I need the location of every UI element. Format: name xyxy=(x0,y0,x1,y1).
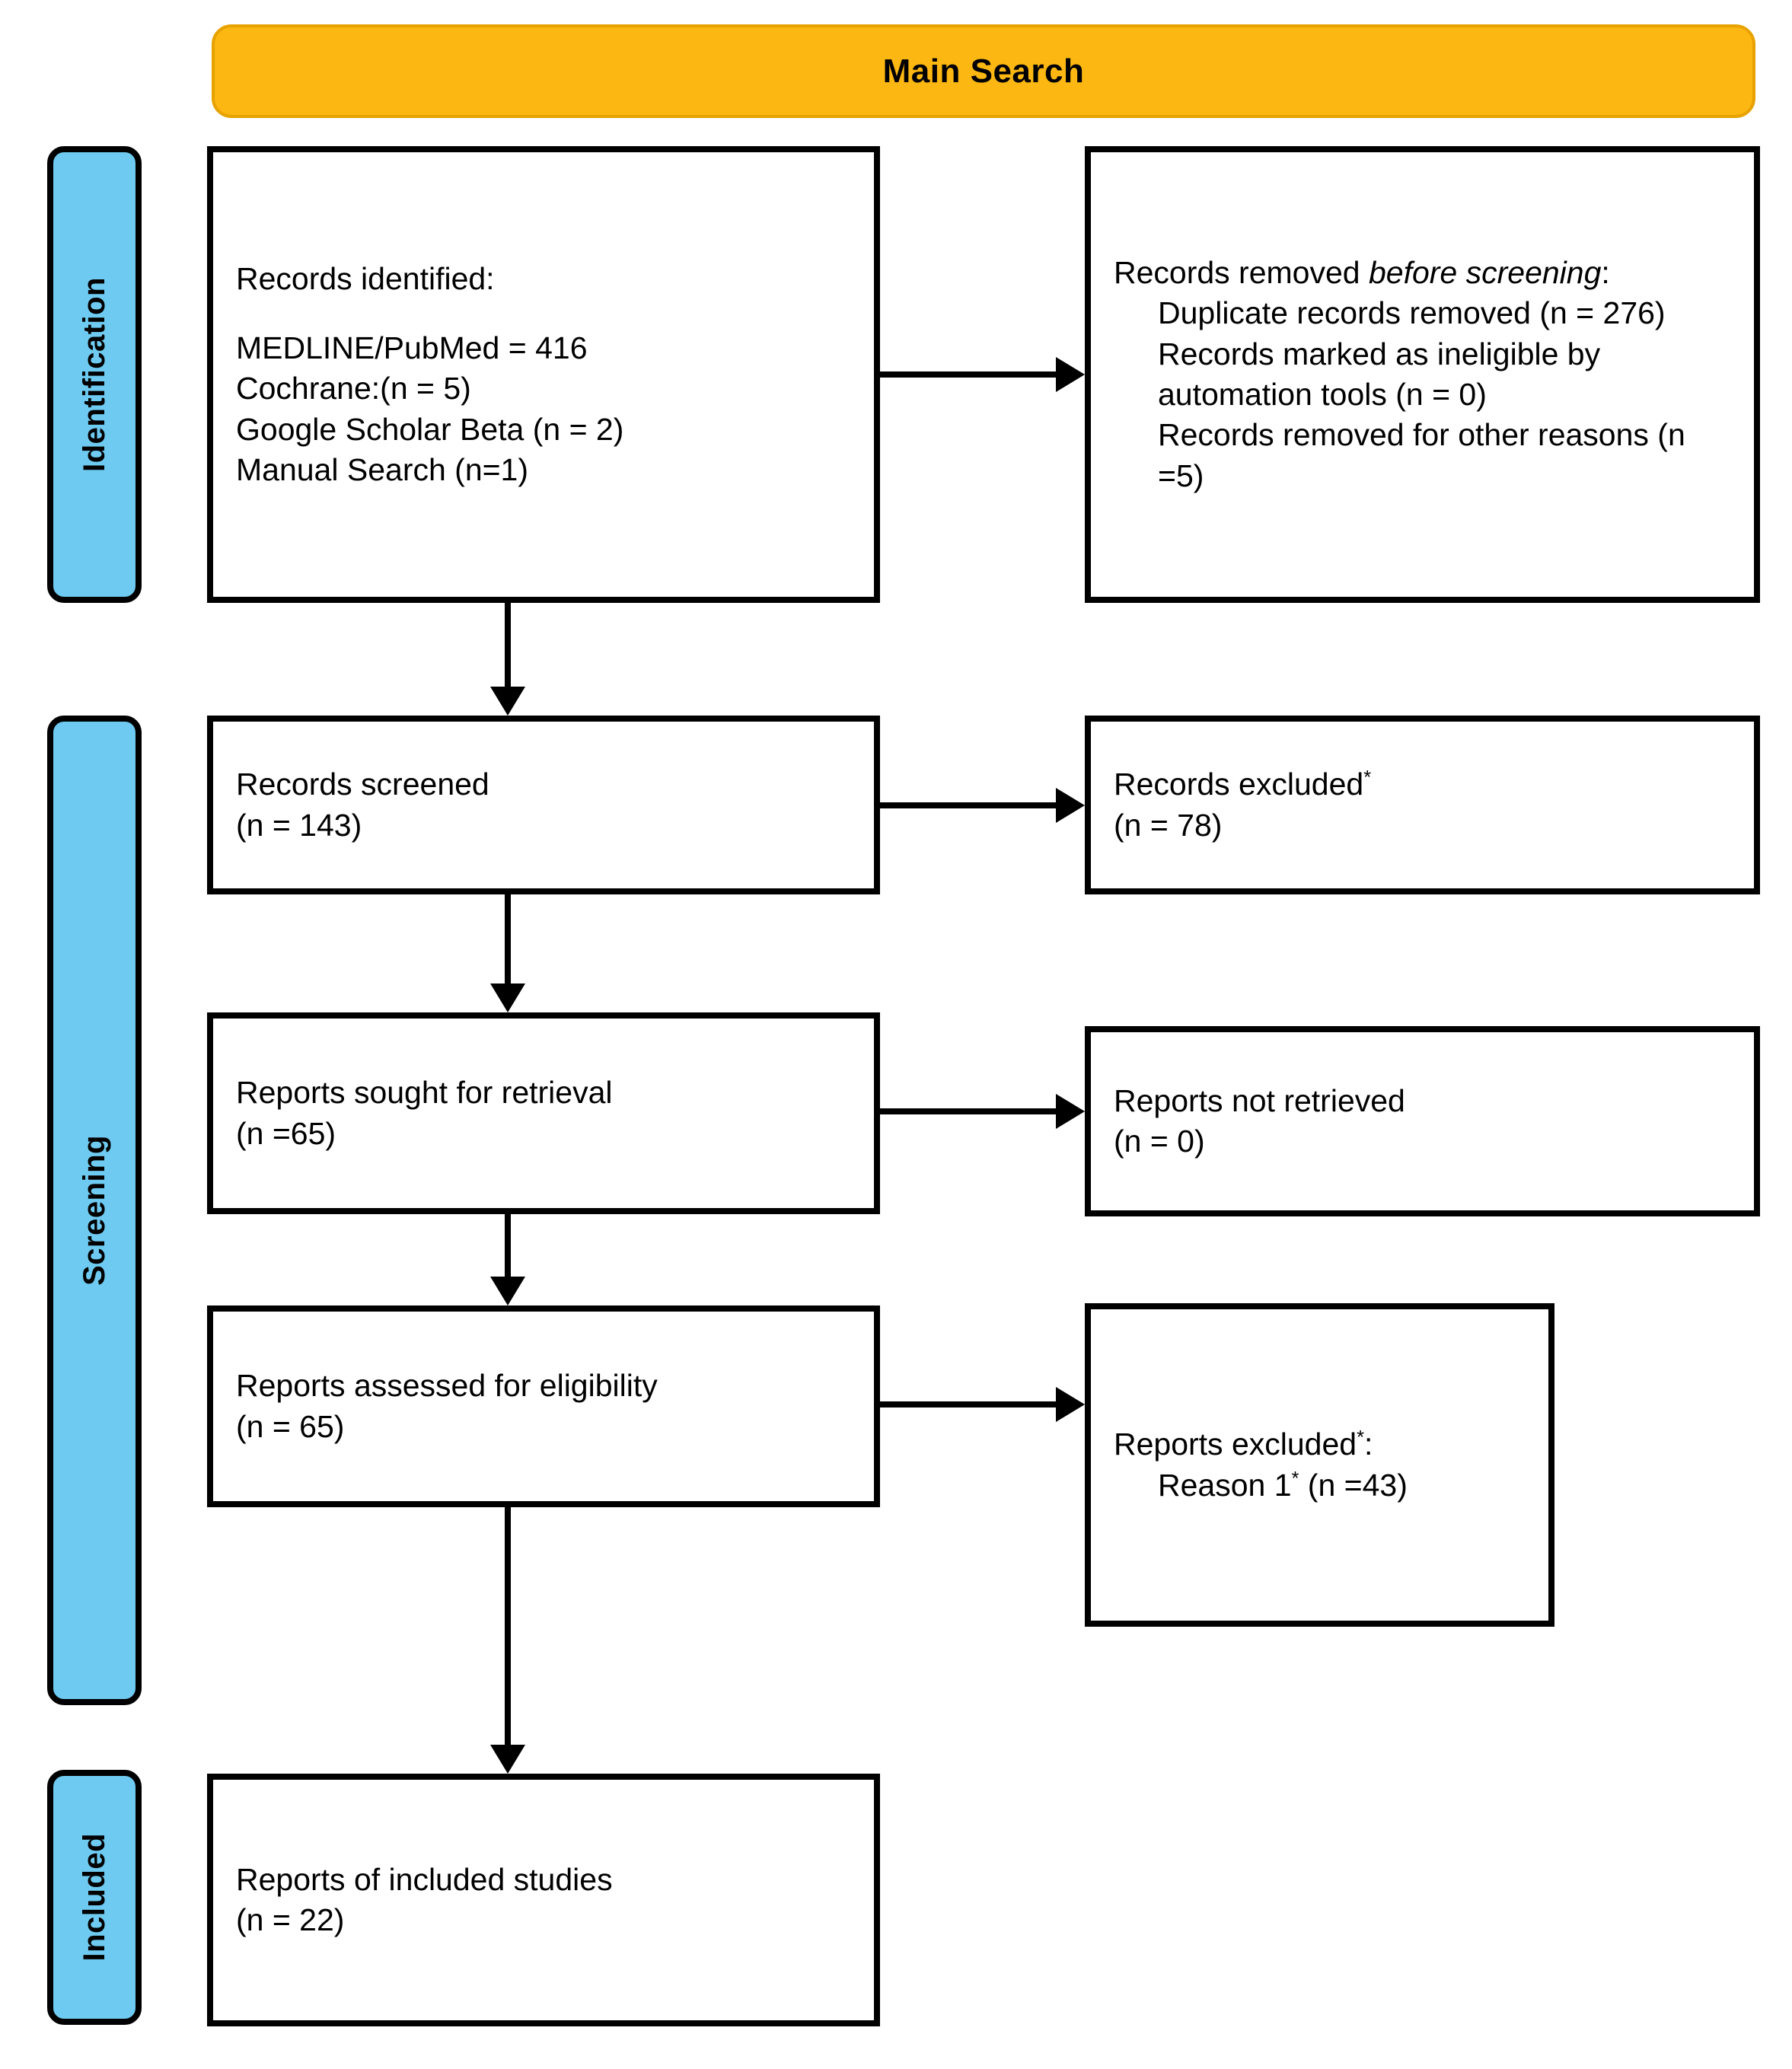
box-reports-assessed: Reports assessed for eligibility (n = 65… xyxy=(207,1305,880,1507)
records-removed-title-plain: Records removed xyxy=(1114,255,1369,291)
reports-included-label: Reports of included studies xyxy=(236,1861,613,1897)
records-identified-title: Records identified: xyxy=(236,260,495,296)
reports-assessed-label: Reports assessed for eligibility xyxy=(236,1368,658,1404)
reports-excluded-label-text: Reports excluded xyxy=(1114,1427,1357,1462)
box-records-excluded: Records excluded* (n = 78) xyxy=(1085,716,1760,894)
reports-sought-count: (n =65) xyxy=(236,1115,336,1151)
reports-excluded-label: Reports excluded*: xyxy=(1114,1424,1526,1465)
records-screened-count: (n = 143) xyxy=(236,807,362,843)
stage-bar-screening: Screening xyxy=(47,716,142,1705)
reports-assessed-count: (n = 65) xyxy=(236,1408,345,1444)
records-excluded-asterisk: * xyxy=(1363,767,1372,789)
records-removed-reason-2: Records marked as ineligible by automati… xyxy=(1158,336,1609,412)
stage-label-identification: Identification xyxy=(77,277,111,472)
reports-excluded-reason-text: Reason 1 xyxy=(1158,1467,1292,1503)
box-reports-included: Reports of included studies (n = 22) xyxy=(207,1774,880,2026)
records-identified-source-2: Cochrane:(n = 5) xyxy=(236,371,471,406)
records-excluded-label-text: Records excluded xyxy=(1114,767,1364,802)
main-search-banner: Main Search xyxy=(212,24,1755,118)
box-reports-not-retrieved: Reports not retrieved (n = 0) xyxy=(1085,1026,1760,1216)
reports-excluded-reason: Reason 1* (n =43) xyxy=(1114,1465,1526,1506)
records-screened-label: Records screened xyxy=(236,767,489,802)
records-identified-source-4: Manual Search (n=1) xyxy=(236,451,529,487)
banner-title: Main Search xyxy=(882,52,1085,90)
reports-excluded-reason-asterisk: * xyxy=(1291,1467,1299,1489)
stage-label-screening: Screening xyxy=(77,1135,111,1286)
records-removed-title-suffix: : xyxy=(1601,255,1610,291)
records-identified-source-3: Google Scholar Beta (n = 2) xyxy=(236,411,624,447)
records-removed-reason-3: Records removed for other reasons (n =5) xyxy=(1158,417,1695,493)
stage-bar-identification: Identification xyxy=(47,146,142,603)
records-excluded-count: (n = 78) xyxy=(1114,807,1223,843)
stage-label-included: Included xyxy=(77,1833,111,1962)
reports-not-retrieved-count: (n = 0) xyxy=(1114,1124,1205,1159)
box-reports-sought: Reports sought for retrieval (n =65) xyxy=(207,1012,880,1214)
reports-excluded-asterisk: * xyxy=(1357,1427,1364,1449)
records-removed-title-italic: before screening xyxy=(1368,255,1602,291)
box-records-removed: Records removed before screening: Duplic… xyxy=(1085,146,1760,603)
records-identified-source-1: MEDLINE/PubMed = 416 xyxy=(236,330,588,366)
box-reports-excluded: Reports excluded*: Reason 1* (n =43) xyxy=(1085,1303,1554,1627)
reports-included-count: (n = 22) xyxy=(236,1902,345,1937)
reports-excluded-reason-count: (n =43) xyxy=(1299,1467,1408,1503)
stage-bar-included: Included xyxy=(47,1770,142,2025)
records-removed-reason-1: Duplicate records removed (n = 276) xyxy=(1158,295,1666,331)
reports-excluded-label-suffix: : xyxy=(1363,1427,1373,1462)
reports-sought-label: Reports sought for retrieval xyxy=(236,1075,613,1111)
box-records-identified: Records identified: MEDLINE/PubMed = 416… xyxy=(207,146,880,603)
records-removed-title: Records removed before screening: xyxy=(1114,253,1731,293)
records-excluded-label: Records excluded* xyxy=(1114,764,1731,805)
box-records-screened: Records screened (n = 143) xyxy=(207,716,880,894)
reports-not-retrieved-label: Reports not retrieved xyxy=(1114,1082,1405,1118)
records-identified-spacer xyxy=(236,299,851,328)
